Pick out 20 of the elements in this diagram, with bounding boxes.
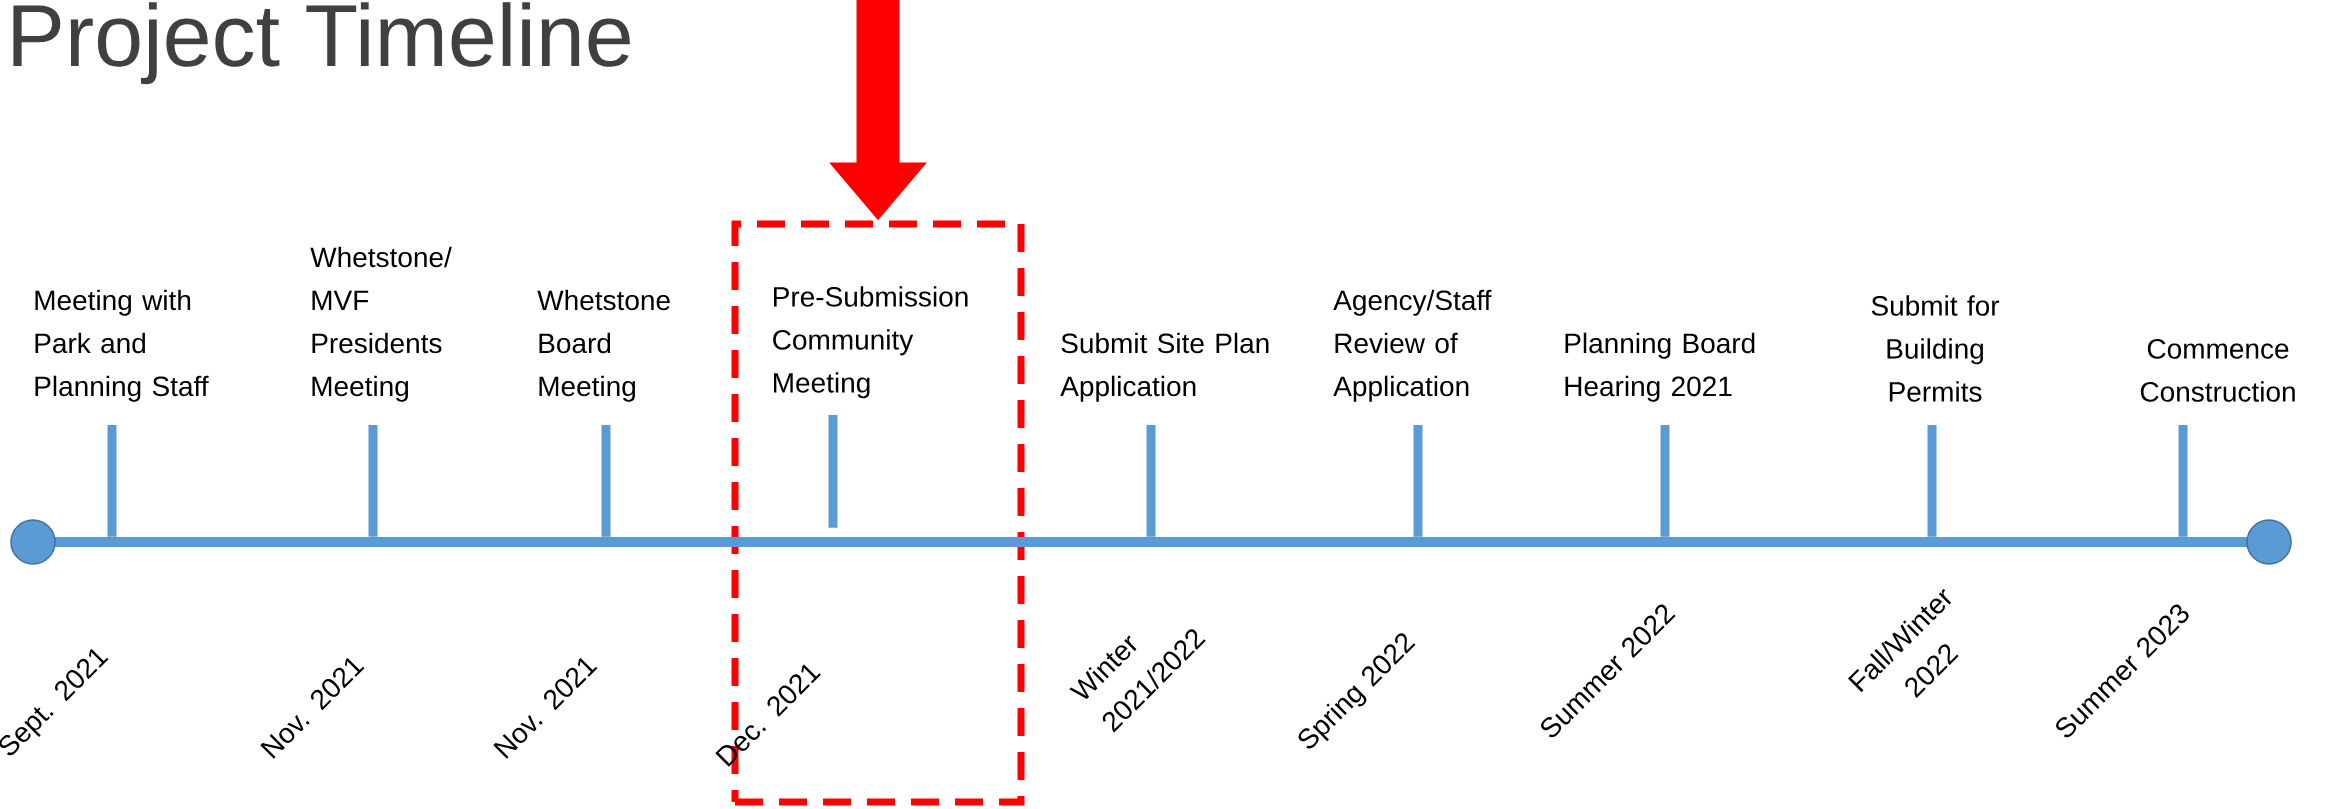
tick-mark	[828, 415, 838, 528]
title: Project Timeline	[13, 2, 630, 85]
tick-mark	[107, 425, 117, 537]
event-label: Pre-Submission Community Meeting	[773, 286, 968, 399]
timeline-bar	[10, 519, 2292, 565]
tick-mark	[1146, 425, 1156, 537]
event-label: Commence Construction	[2140, 339, 2295, 402]
tick-mark	[368, 425, 378, 537]
event-label: Agency/Staff Review of Application	[1333, 289, 1492, 402]
tick-mark	[1660, 425, 1670, 537]
tick-mark	[601, 425, 611, 537]
tick-mark	[1413, 425, 1423, 537]
tick-mark	[1927, 425, 1937, 537]
tick-mark	[2178, 425, 2188, 537]
event-label: Submit for Building Permits	[1871, 295, 2000, 402]
event-label: Meeting with Park and Planning Staff	[35, 289, 209, 402]
event-label: Whetstone/ MVF Presidents Meeting	[310, 246, 452, 402]
event-label: Planning Board Hearing 2021	[1565, 332, 1755, 402]
event-label: Submit Site Plan Application	[1060, 332, 1269, 402]
event-label: Whetstone Board Meeting	[537, 289, 670, 402]
